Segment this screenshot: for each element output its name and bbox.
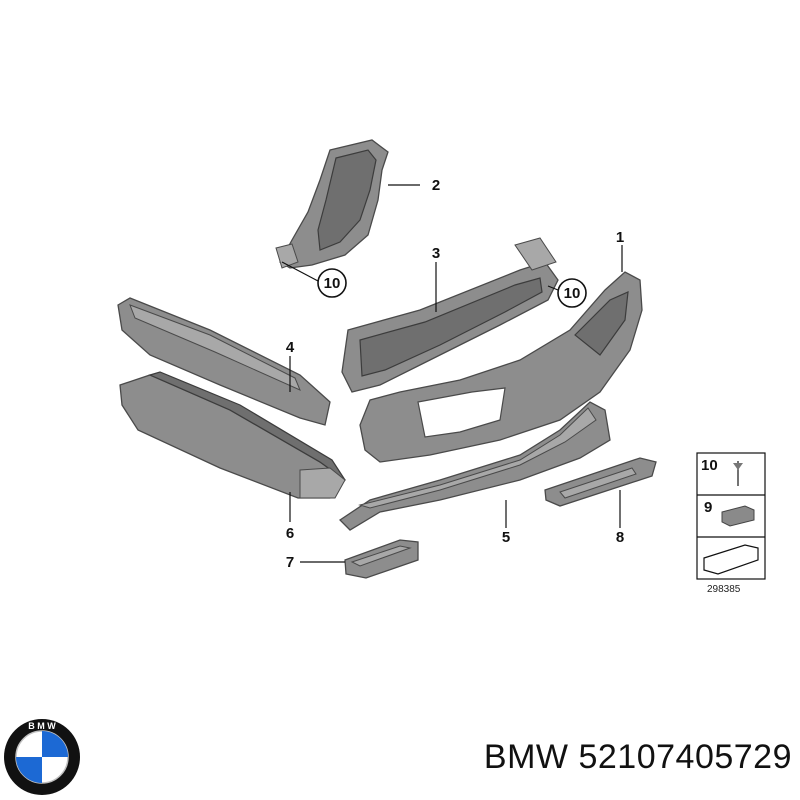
callout-4: 4	[286, 339, 295, 356]
fastener-legend: 10 9 298385	[696, 452, 766, 595]
leader-lines	[281, 184, 623, 563]
part-7-shape	[344, 539, 419, 579]
callout-8: 8	[616, 529, 624, 546]
part-4-shape	[117, 297, 331, 426]
part-3-shape	[341, 237, 559, 393]
brand-name: BMW	[483, 738, 569, 776]
screw-icon	[733, 461, 743, 486]
part-6-shape	[119, 371, 346, 499]
part-1-shape	[359, 271, 643, 463]
callout-10-right: 10	[557, 278, 587, 308]
legend-row-9-label: 9	[704, 499, 712, 516]
callout-2: 2	[432, 177, 440, 194]
svg-text:10: 10	[324, 275, 341, 292]
legend-row-10-label: 10	[701, 457, 718, 474]
bmw-logo: B M W	[4, 719, 80, 795]
callout-3: 3	[432, 245, 440, 262]
part-8-shape	[544, 457, 657, 507]
part-2-shape	[275, 139, 389, 269]
arrow-icon	[703, 544, 759, 575]
callout-7: 7	[286, 554, 294, 571]
svg-text:B M W: B M W	[28, 721, 56, 731]
callout-5: 5	[502, 529, 510, 546]
callout-1: 1	[616, 229, 624, 246]
callout-10-left: 10	[317, 268, 347, 298]
svg-text:10: 10	[564, 285, 581, 302]
diagram-reference-number: 298385	[707, 584, 741, 595]
part-5-shape	[338, 401, 611, 531]
callout-6: 6	[286, 525, 294, 542]
clip-icon	[721, 505, 755, 527]
part-number: 52107405729	[578, 738, 792, 776]
